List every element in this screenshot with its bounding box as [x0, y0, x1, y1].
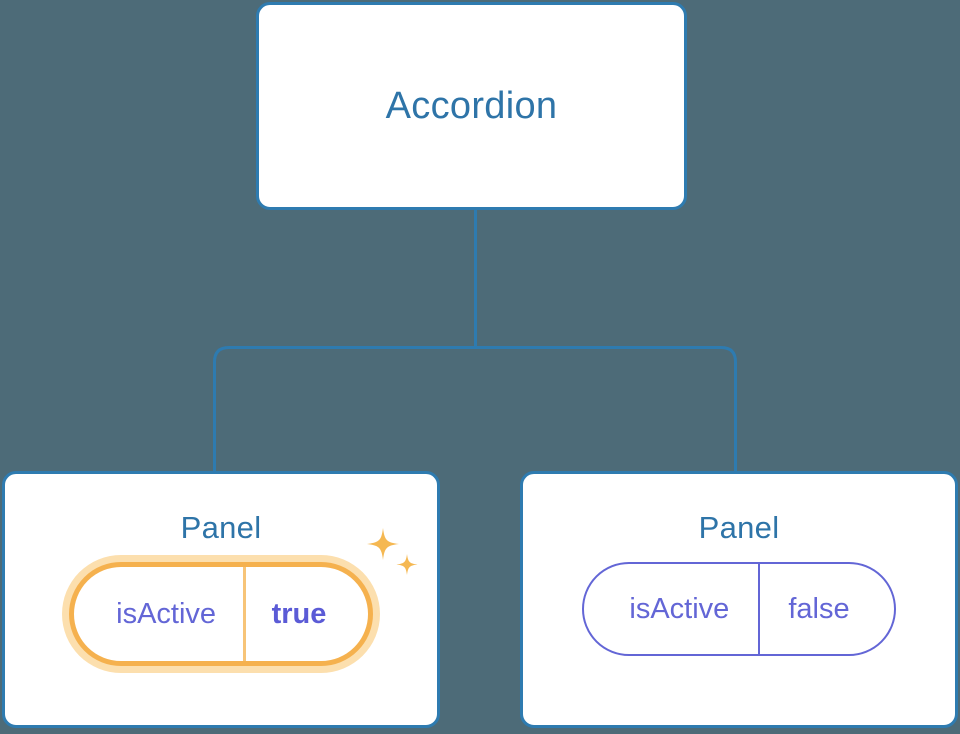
prop-pill-isactive-false[interactable]: isActive false — [582, 562, 896, 656]
node-panel-inactive-title: Panel — [698, 510, 780, 545]
prop-pill-active-wrap: isActive true — [5, 528, 437, 666]
node-panel-active-title: Panel — [180, 510, 262, 545]
node-accordion[interactable]: Accordion — [256, 2, 687, 210]
edge-children-bus — [213, 346, 737, 471]
node-panel-active[interactable]: Panel isActive true — [2, 471, 440, 728]
prop-pill-isactive-true[interactable]: isActive true — [68, 562, 374, 666]
node-panel-inactive[interactable]: Panel isActive false — [520, 471, 958, 728]
prop-key: isActive — [74, 567, 246, 661]
node-accordion-title: Accordion — [385, 84, 558, 127]
prop-key: isActive — [584, 564, 761, 654]
sparkle-small-icon — [396, 554, 418, 575]
prop-value: true — [271, 597, 327, 630]
prop-pill-inactive-wrap: isActive false — [523, 562, 955, 656]
prop-value: false — [788, 592, 850, 625]
